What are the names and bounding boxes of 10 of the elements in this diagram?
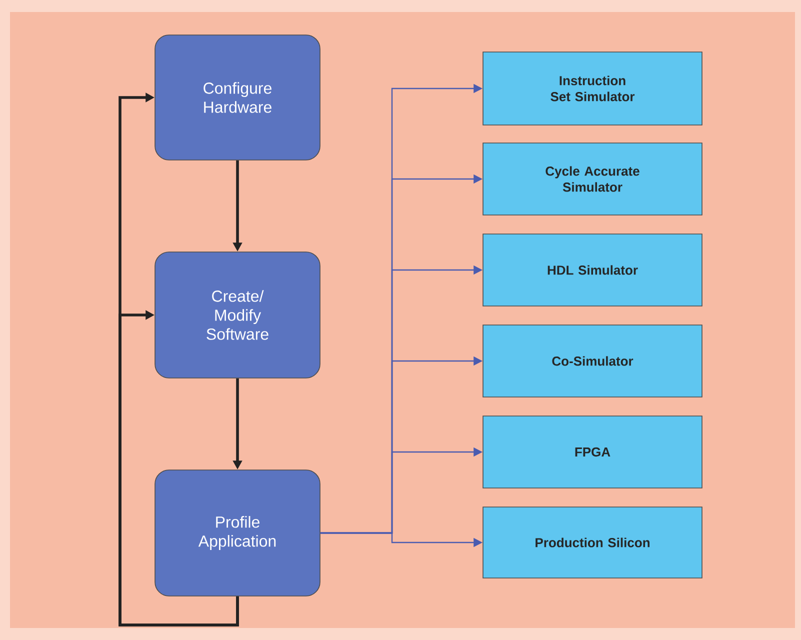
target-box: FPGA — [482, 416, 702, 488]
target-box: HDL Simulator — [482, 234, 702, 306]
target-box: Production Silicon — [482, 506, 702, 578]
target-box: Cycle Accurate Simulator — [482, 142, 702, 216]
process-box: Create/ Modify Software — [154, 252, 320, 378]
process-box: Configure Hardware — [154, 34, 320, 160]
arrow — [118, 310, 239, 626]
process-box: Profile Application — [154, 470, 320, 596]
target-box: Co-Simulator — [482, 324, 702, 398]
target-box: Instruction Set Simulator — [482, 52, 702, 126]
